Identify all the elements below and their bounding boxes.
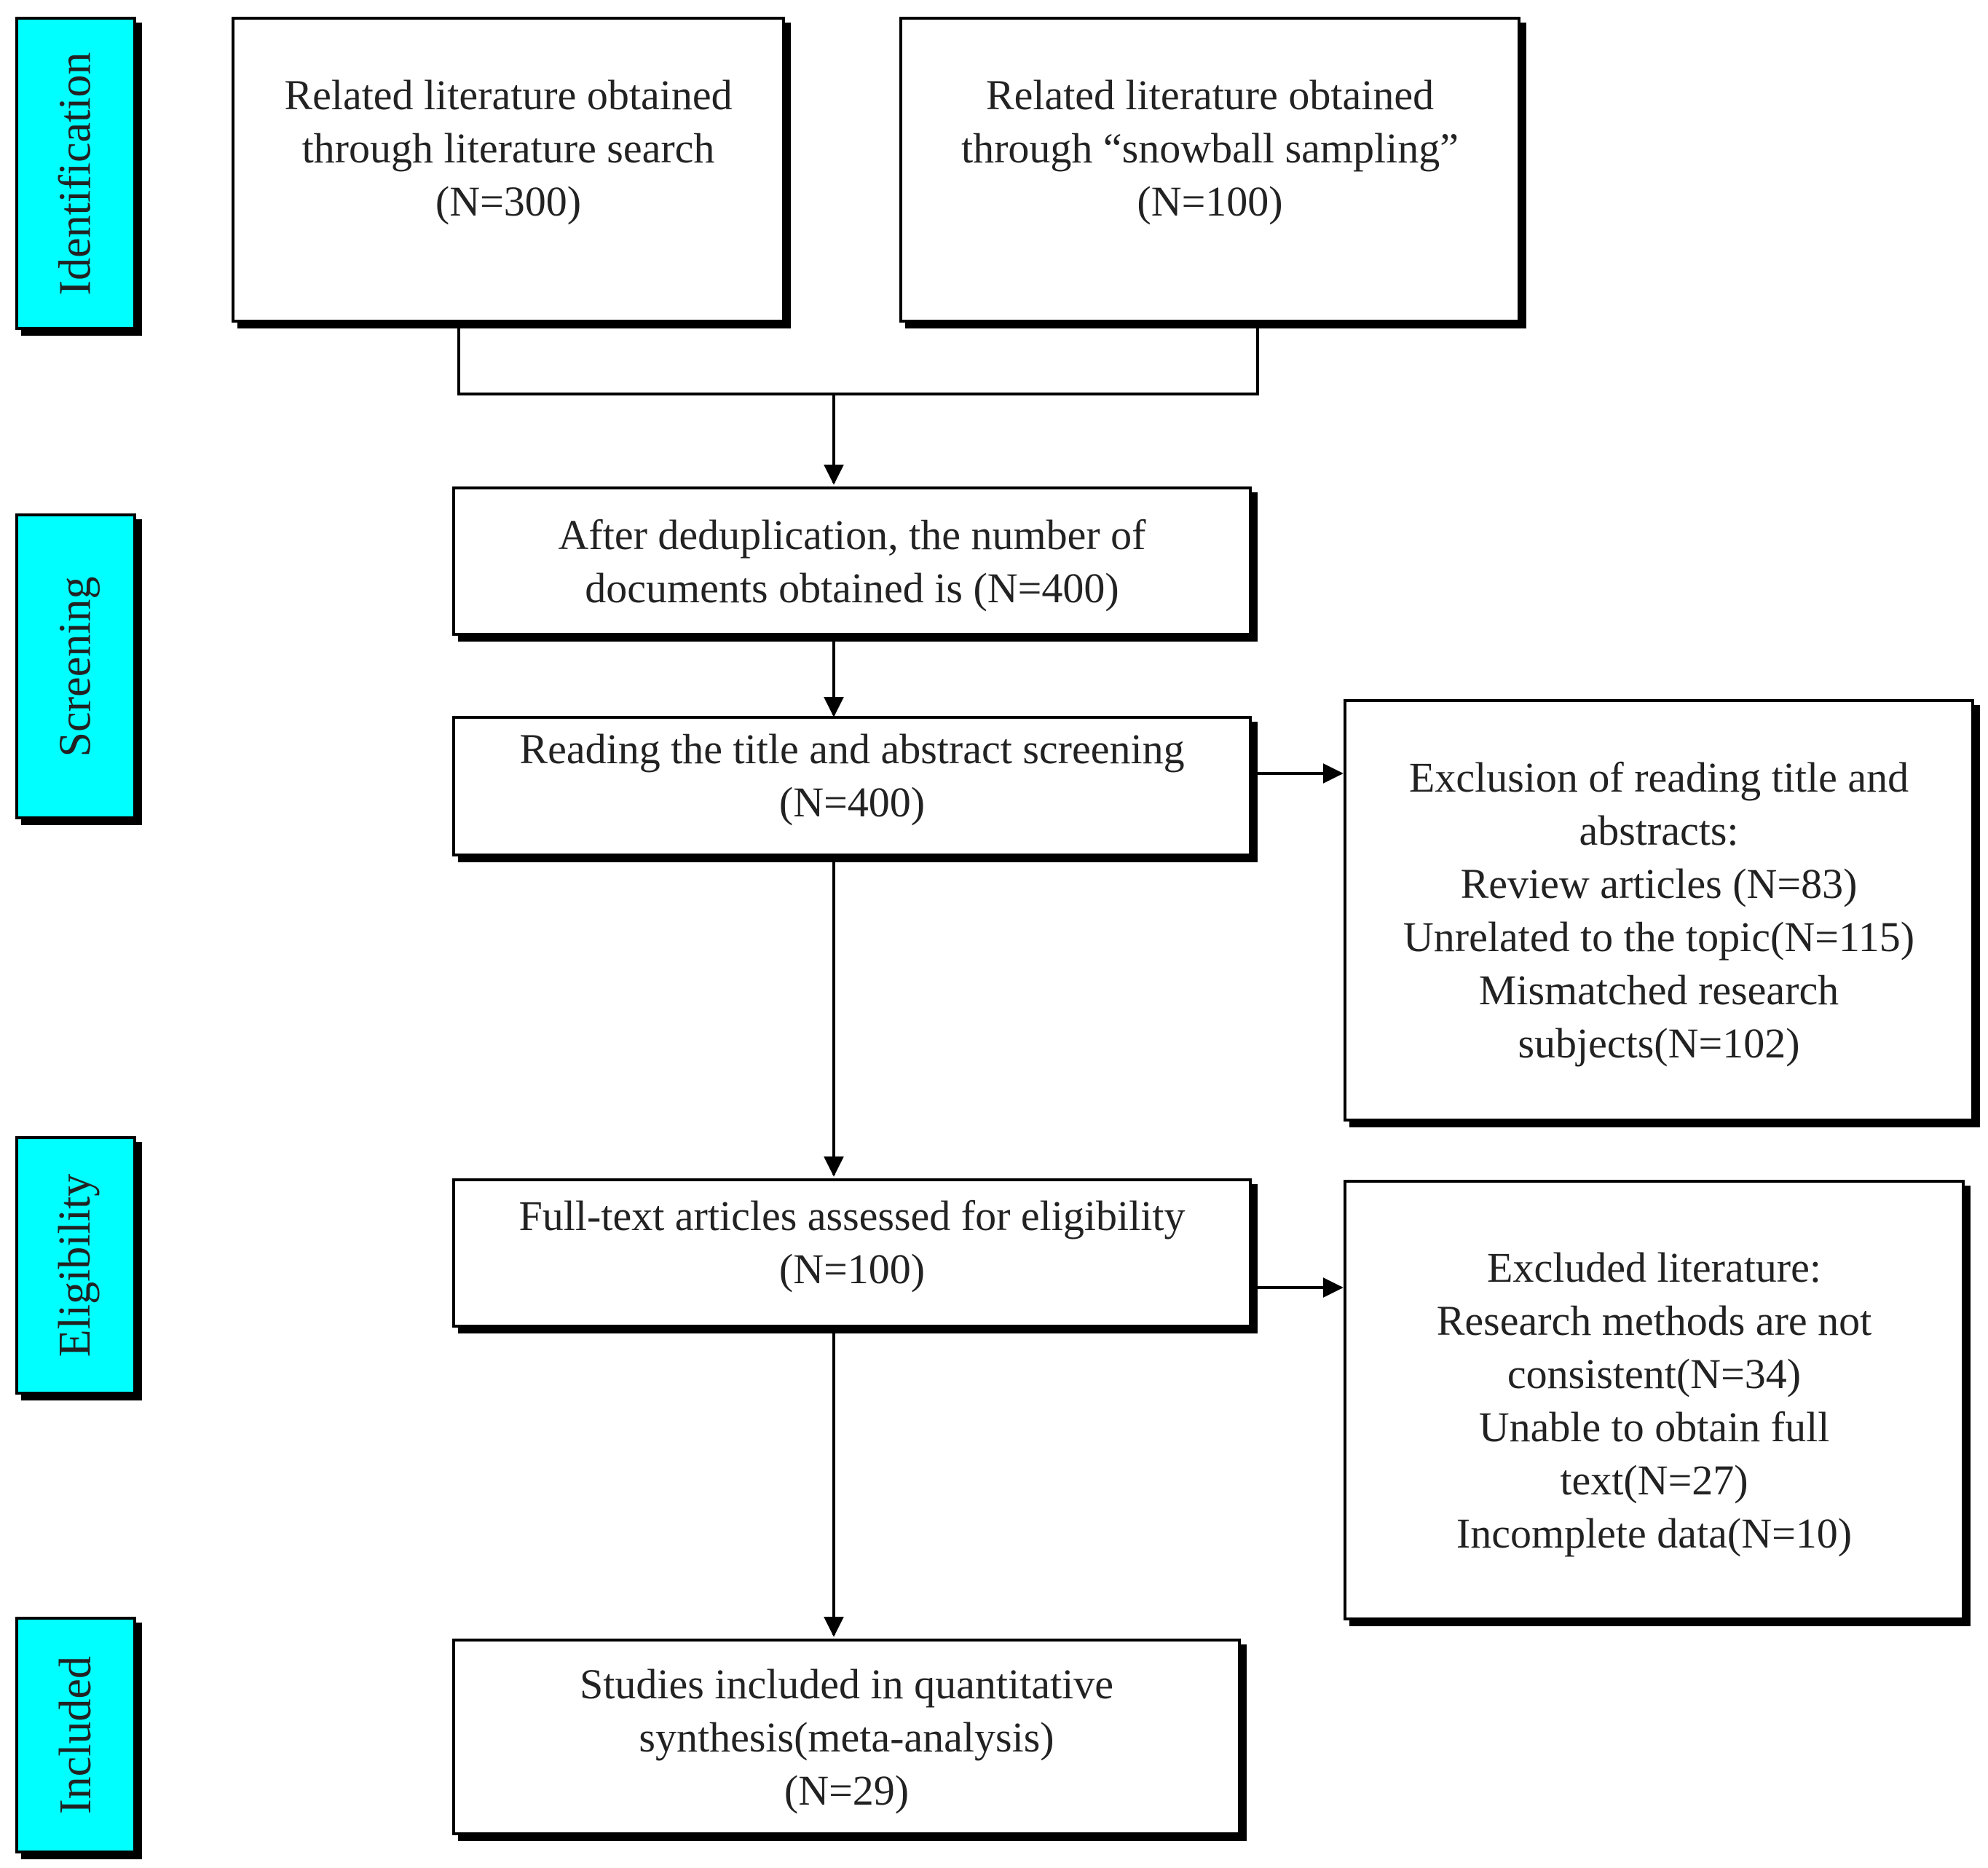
box-text-line: (N=400): [778, 778, 926, 826]
box-exclusion-title-abstract: Exclusion of reading title and abstracts…: [1344, 699, 1974, 1122]
phase-screening: Screening: [15, 513, 136, 819]
phase-eligibility: Eligibility: [15, 1136, 136, 1395]
phase-included: Included: [15, 1617, 136, 1853]
box-text-line: Reading the title and abstract screening: [519, 725, 1185, 773]
box-text-line: (N=100): [1137, 177, 1283, 225]
box-text-line: Related literature obtained: [985, 71, 1435, 119]
box-text-line: (N=29): [784, 1766, 910, 1814]
phase-identification-label: Identification: [50, 52, 100, 295]
box-text-line: Full-text articles assessed for eligibil…: [518, 1191, 1186, 1240]
box-text-line: subjects(N=102): [1518, 1020, 1800, 1067]
box-text-line: After deduplication, the number of: [558, 511, 1146, 559]
box-text-line: Research methods are not: [1436, 1296, 1872, 1344]
box-text-line: Unable to obtain full: [1478, 1403, 1830, 1451]
phase-eligibility-label: Eligibility: [50, 1173, 100, 1357]
box-deduplication: After deduplication, the number of docum…: [452, 486, 1252, 636]
box-title-abstract-screening: Reading the title and abstract screening…: [452, 716, 1252, 856]
box-included-studies: Studies included in quantitative synthes…: [452, 1639, 1241, 1835]
box-snowball-sampling: Related literature obtained through “sno…: [899, 17, 1520, 323]
phase-identification: Identification: [15, 17, 136, 330]
box-text-line: text(N=27): [1560, 1456, 1748, 1504]
box-text-line: through literature search: [301, 124, 715, 172]
box-excluded-literature: Excluded literature: Research methods ar…: [1344, 1180, 1965, 1620]
box-text-line: documents obtained is (N=400): [585, 564, 1119, 612]
phase-included-label: Included: [50, 1656, 100, 1814]
box-text-line: Mismatched research: [1478, 966, 1839, 1014]
box-text-line: synthesis(meta-analysis): [639, 1713, 1054, 1761]
box-text-line: Review articles (N=83): [1460, 860, 1858, 907]
box-text-line: (N=300): [435, 177, 582, 225]
box-text-line: Excluded literature:: [1487, 1243, 1821, 1291]
box-text-line: Unrelated to the topic(N=115): [1403, 913, 1915, 961]
box-text-line: Studies included in quantitative: [580, 1660, 1113, 1708]
box-text-line: through “snowball sampling”: [961, 124, 1459, 172]
box-literature-search: Related literature obtained through lite…: [232, 17, 785, 323]
box-text-line: Incomplete data(N=10): [1456, 1509, 1853, 1557]
box-text-line: Exclusion of reading title and: [1408, 754, 1909, 801]
box-text-line: Related literature obtained: [284, 71, 733, 119]
box-fulltext-eligibility: Full-text articles assessed for eligibil…: [452, 1178, 1252, 1328]
merge-bracket-line: [457, 322, 1259, 395]
box-text-line: (N=100): [778, 1245, 926, 1293]
box-text-line: consistent(N=34): [1507, 1349, 1802, 1398]
phase-screening-label: Screening: [50, 576, 100, 757]
box-text-line: abstracts:: [1579, 807, 1739, 854]
